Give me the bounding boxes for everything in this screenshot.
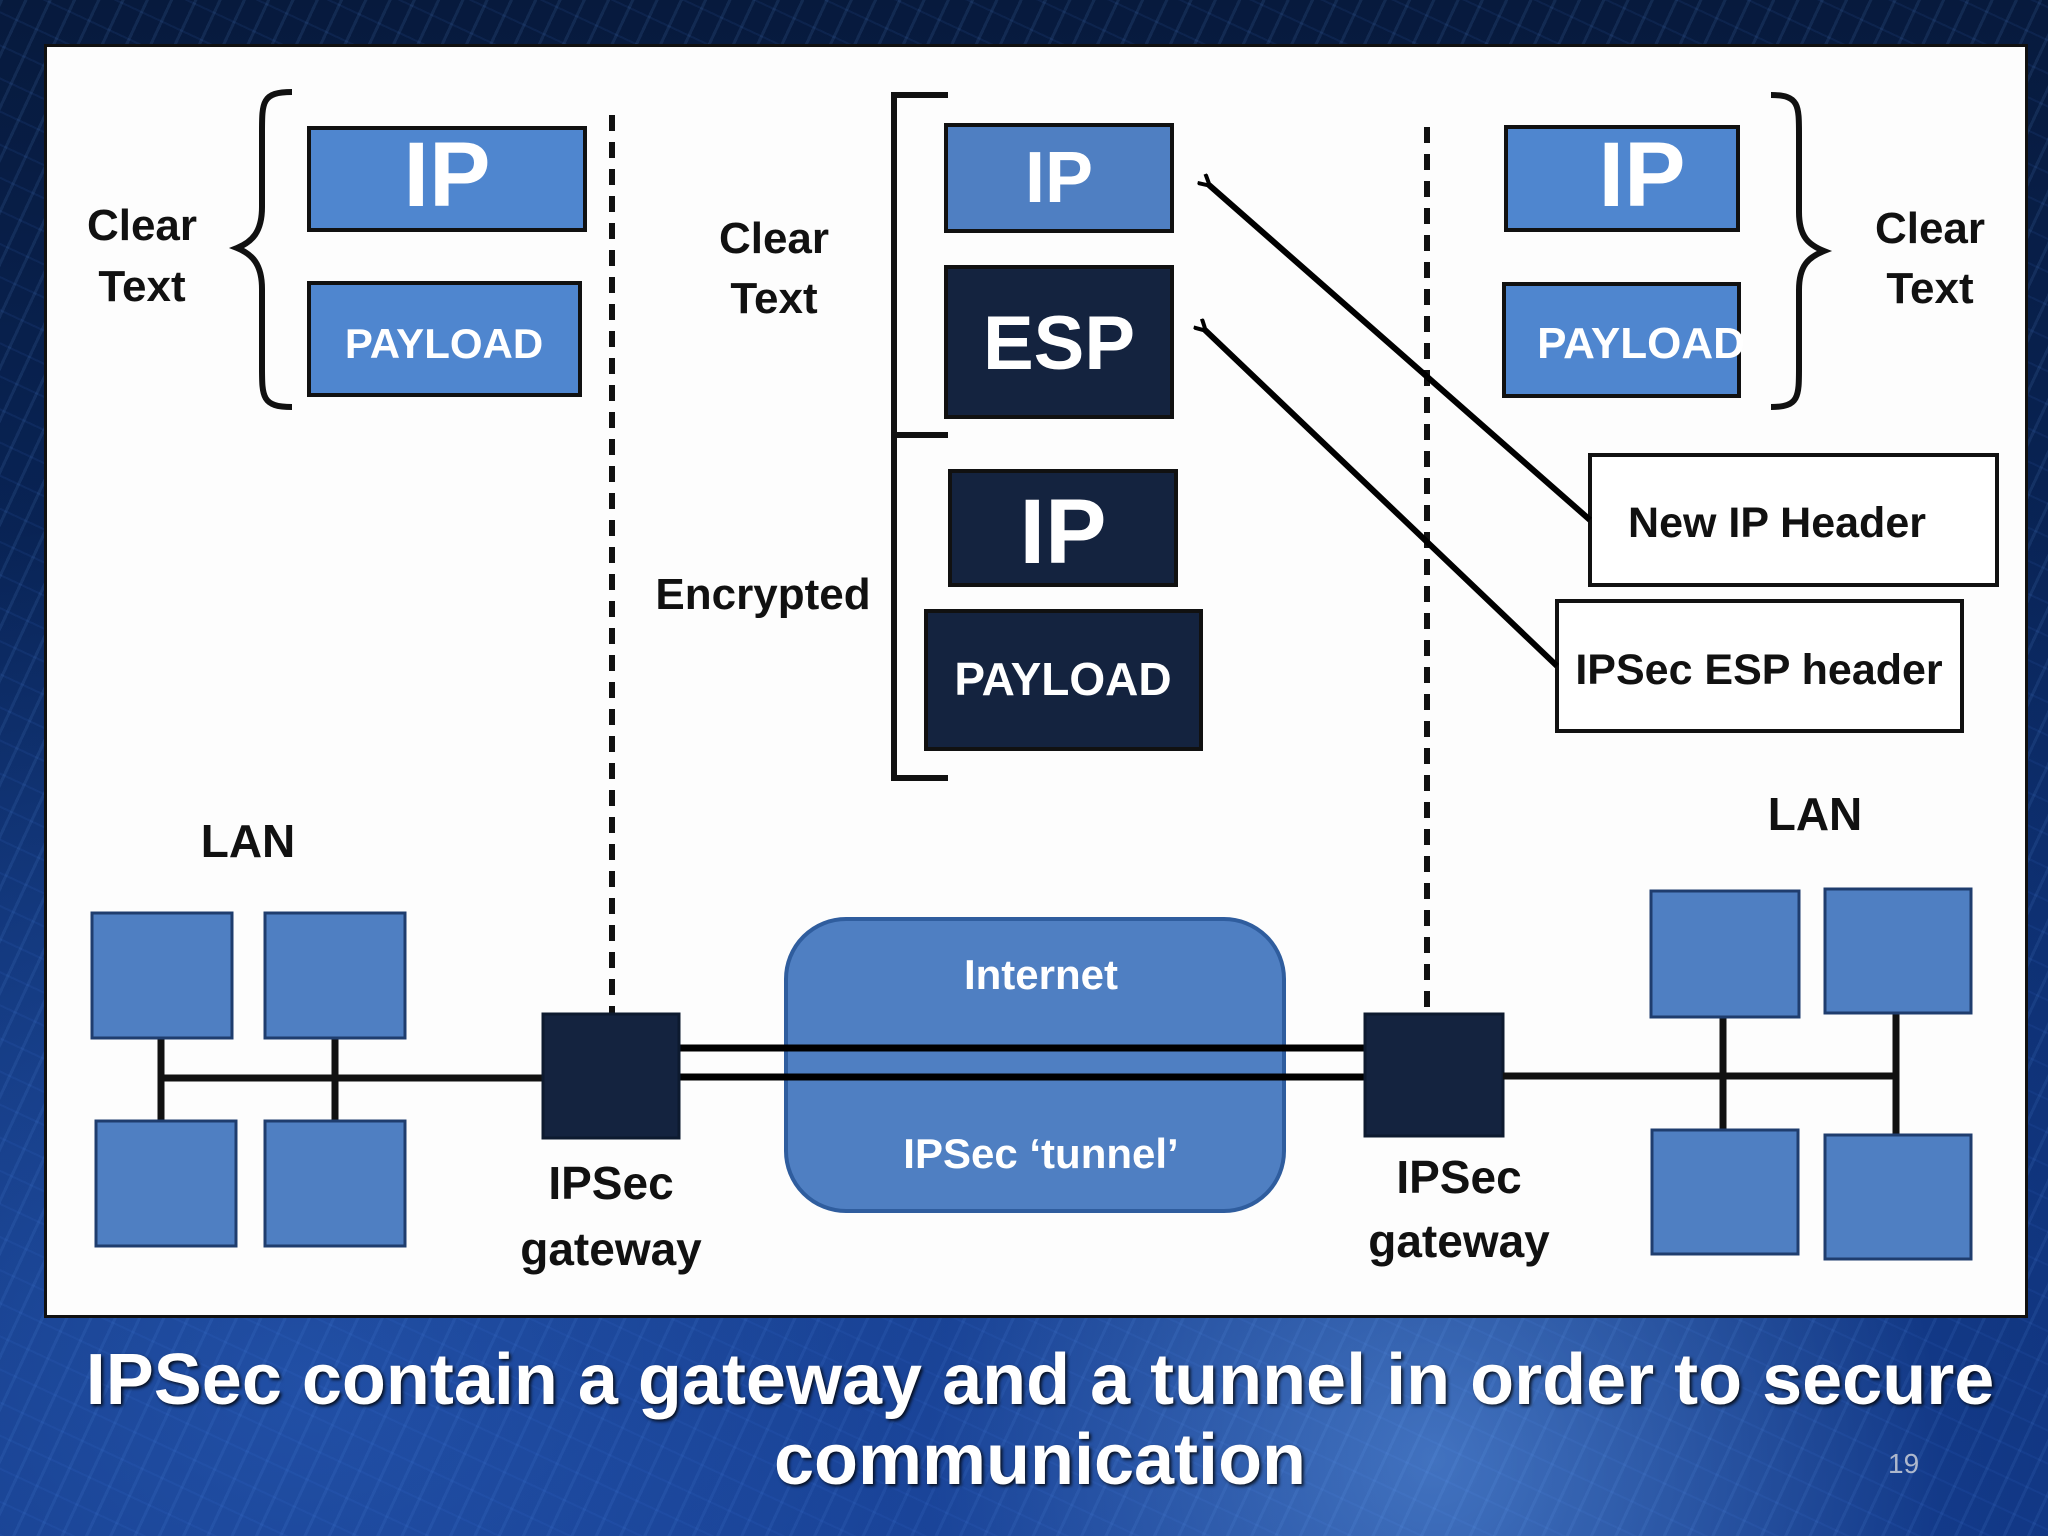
new-ip-header-text: New IP Header bbox=[1628, 499, 1926, 547]
ipsec-diagram: Clear Text IP PAYLOAD Clear Text Encrypt… bbox=[87, 89, 1999, 1275]
lan-left-node bbox=[94, 1119, 238, 1248]
left-payload-label: PAYLOAD bbox=[345, 320, 543, 367]
gateway-right-label-line2: gateway bbox=[1368, 1215, 1550, 1267]
lan-left-node bbox=[263, 1119, 407, 1248]
gateway-right-label-line1: IPSec bbox=[1396, 1151, 1521, 1203]
center-outer-ip-block bbox=[944, 123, 1174, 233]
left-ip-block bbox=[307, 126, 587, 232]
lan-left-node bbox=[263, 911, 407, 1040]
center-outer-ip-label: IP bbox=[1025, 138, 1093, 218]
gateway-right bbox=[1363, 1012, 1505, 1138]
lan-left-label: LAN bbox=[201, 815, 296, 867]
new-ip-header-callout bbox=[1588, 453, 1999, 587]
clear-text-right-line1: Clear bbox=[1875, 204, 1985, 253]
right-ip-block bbox=[1504, 125, 1740, 232]
esp-header-text: IPSec ESP header bbox=[1575, 646, 1943, 694]
clear-text-center-line2: Text bbox=[730, 274, 818, 323]
arrow-to-esp bbox=[1205, 330, 1560, 669]
gateway-left-label-line1: IPSec bbox=[548, 1157, 673, 1209]
right-payload-label: PAYLOAD bbox=[1537, 319, 1745, 368]
left-payload-block bbox=[307, 281, 582, 397]
gateway-left-label-line2: gateway bbox=[520, 1223, 702, 1275]
caption-line-2: communication bbox=[773, 1420, 1307, 1500]
esp-header-callout bbox=[1555, 599, 1964, 733]
left-ip-label: IP bbox=[404, 124, 491, 226]
center-esp-block bbox=[944, 265, 1174, 419]
gateway-left bbox=[541, 1012, 681, 1140]
center-payload-label: PAYLOAD bbox=[954, 653, 1171, 705]
encrypted-label: Encrypted bbox=[655, 570, 870, 619]
slide-caption: IPSec contain a gateway and a tunnel in … bbox=[60, 1340, 2020, 1500]
diagram-panel: Clear Text IP PAYLOAD Clear Text Encrypt… bbox=[44, 44, 2028, 1318]
lan-left-node bbox=[90, 911, 234, 1040]
internet-label: Internet bbox=[964, 951, 1118, 998]
lan-right-node bbox=[1649, 889, 1801, 1019]
slide-number: 19 bbox=[1888, 1448, 1920, 1479]
brace-right bbox=[1770, 92, 1833, 410]
center-esp-label: ESP bbox=[983, 301, 1135, 386]
bracket-clear-center bbox=[891, 92, 948, 438]
caption-line-1: IPSec contain a gateway and a tunnel in … bbox=[85, 1340, 1995, 1420]
lan-right-label: LAN bbox=[1768, 788, 1863, 840]
clear-text-center-line1: Clear bbox=[719, 214, 829, 263]
lan-right-node bbox=[1823, 887, 1973, 1015]
right-ip-label: IP bbox=[1599, 124, 1686, 226]
arrow-to-outer-ip bbox=[1209, 185, 1592, 523]
lan-right-node bbox=[1650, 1128, 1800, 1256]
clear-text-right-line2: Text bbox=[1886, 264, 1974, 313]
center-inner-ip-label: IP bbox=[1020, 481, 1107, 583]
right-payload-block bbox=[1502, 282, 1741, 398]
bracket-encrypted-center bbox=[891, 435, 948, 781]
lan-right-node bbox=[1823, 1133, 1973, 1261]
clear-text-left-line2: Text bbox=[98, 262, 186, 311]
clear-text-left-line1: Clear bbox=[87, 201, 197, 250]
center-inner-ip-block bbox=[948, 469, 1178, 587]
internet-cloud bbox=[784, 917, 1286, 1213]
center-payload-block bbox=[924, 609, 1203, 751]
tunnel-label: IPSec ‘tunnel’ bbox=[903, 1130, 1178, 1177]
brace-left bbox=[228, 89, 293, 410]
